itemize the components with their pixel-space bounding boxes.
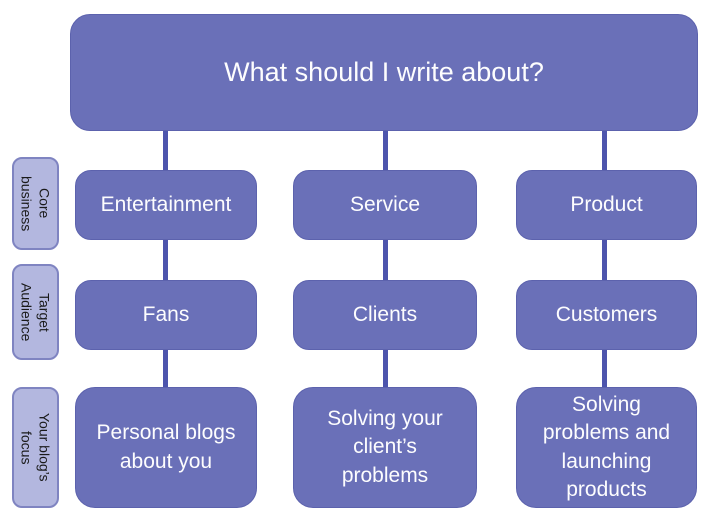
node-service: Service xyxy=(293,170,477,240)
node-solving-client-problems: Solving your client’s problems xyxy=(293,387,477,508)
root-node-label: What should I write about? xyxy=(224,57,544,88)
connector-line xyxy=(383,240,388,280)
connector-line xyxy=(602,240,607,280)
row-label-core-business-text: Core business xyxy=(18,175,53,232)
row-label-target-audience-text: Target Audience xyxy=(18,282,53,342)
node-product: Product xyxy=(516,170,697,240)
node-clients: Clients xyxy=(293,280,477,350)
row-label-target-audience: Target Audience xyxy=(12,264,59,360)
node-solving-client-problems-label: Solving your client’s problems xyxy=(327,406,443,487)
node-personal-blogs-label: Personal blogs about you xyxy=(96,421,236,473)
node-clients-label: Clients xyxy=(352,302,418,326)
node-personal-blogs: Personal blogs about you xyxy=(75,387,257,508)
connector-line xyxy=(383,350,388,387)
connector-line xyxy=(602,131,607,170)
node-service-label: Service xyxy=(349,192,421,216)
row-label-blog-focus-text: Your blog’s focus xyxy=(18,413,53,482)
node-fans-label: Fans xyxy=(142,302,190,326)
node-solving-launching-products-label: Solving problems and launching products xyxy=(542,392,671,501)
connector-line xyxy=(163,350,168,387)
row-label-core-business: Core business xyxy=(12,157,59,250)
connector-line xyxy=(602,350,607,387)
connector-line xyxy=(163,131,168,170)
node-product-label: Product xyxy=(570,192,643,216)
node-entertainment-label: Entertainment xyxy=(100,192,232,216)
connector-line xyxy=(163,240,168,280)
node-solving-launching-products: Solving problems and launching products xyxy=(516,387,697,508)
connector-line xyxy=(383,131,388,170)
node-customers: Customers xyxy=(516,280,697,350)
row-label-blog-focus: Your blog’s focus xyxy=(12,387,59,508)
root-node-box: What should I write about? xyxy=(70,14,698,131)
node-customers-label: Customers xyxy=(555,302,658,326)
node-fans: Fans xyxy=(75,280,257,350)
node-entertainment: Entertainment xyxy=(75,170,257,240)
